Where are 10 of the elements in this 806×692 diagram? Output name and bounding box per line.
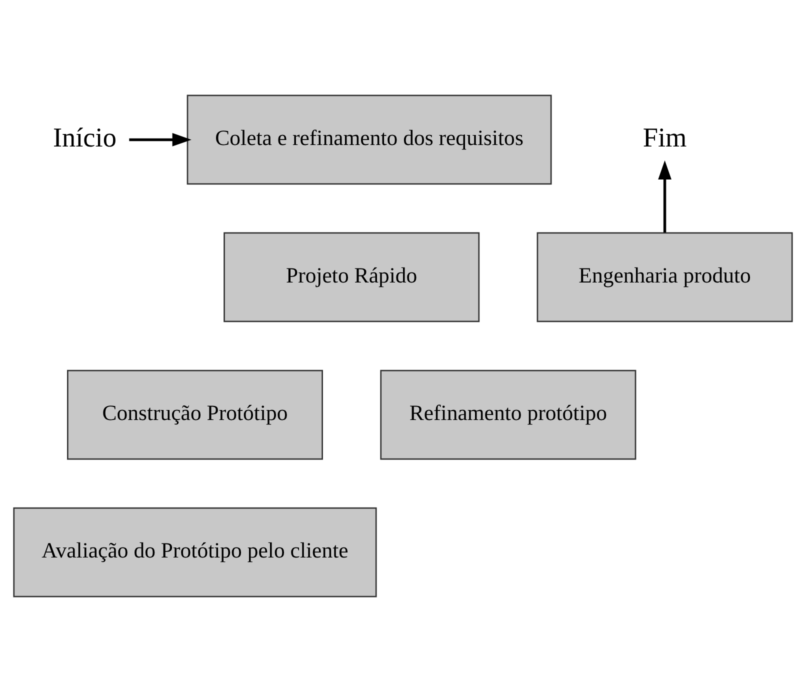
- node-box: Projeto Rápido: [224, 232, 480, 322]
- node-box: Engenharia produto: [536, 232, 793, 322]
- node-box: Construção Protótipo: [67, 370, 323, 460]
- node-box: Coleta e refinamento dos requisitos: [186, 94, 552, 185]
- node-text: Fim: [642, 122, 687, 153]
- arrow: [658, 160, 672, 233]
- node-box: Avaliação do Protótipo pelo cliente: [13, 507, 377, 598]
- node-text: Início: [52, 122, 116, 153]
- node-box: Refinamento protótipo: [380, 370, 636, 460]
- arrow: [129, 133, 192, 146]
